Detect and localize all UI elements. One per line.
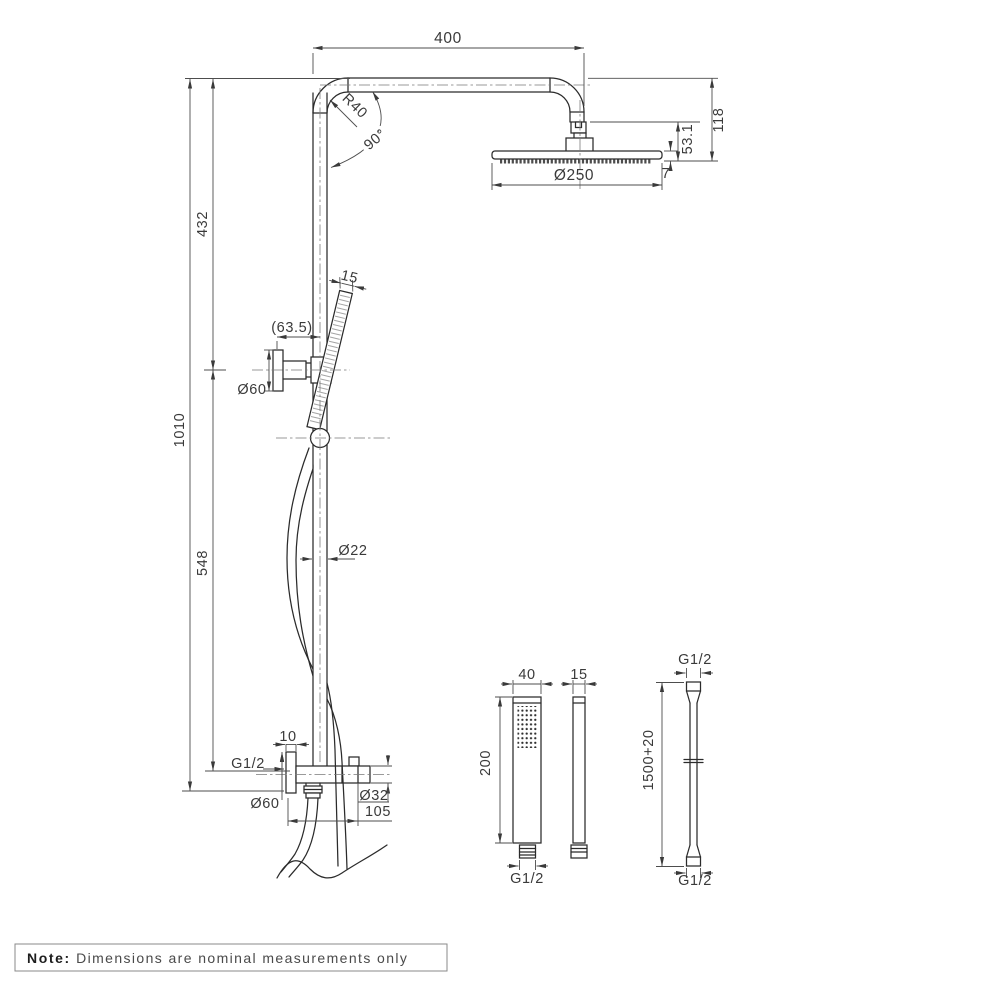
dim-label: 7 — [662, 166, 671, 182]
dim-valve-body: Ø32 — [358, 755, 392, 804]
spray-face — [517, 706, 538, 748]
head-ball-joint — [565, 121, 594, 153]
centerlines — [252, 84, 590, 775]
dim-label: Ø60 — [237, 382, 266, 398]
handset-hose-upper — [286, 447, 320, 677]
dim-handset-width: 15 — [329, 268, 367, 292]
hose-outlet — [303, 782, 323, 799]
handset-detail-side: 15 — [561, 667, 597, 859]
dim-label: 105 — [365, 804, 391, 820]
note: Note: Dimensions are nominal measurement… — [14, 943, 448, 972]
dim-head-thickness: 7 — [662, 141, 678, 182]
dim-label: 10 — [279, 729, 296, 745]
dim-label: 1010 — [172, 413, 188, 448]
dim-upper-riser: 432 — [185, 78, 350, 371]
dim-handset-detail-length: 200 — [478, 696, 512, 844]
dim-label: 548 — [195, 550, 211, 576]
overhead-shower-head — [491, 150, 663, 164]
diverter-valve — [285, 751, 371, 799]
hand-shower-wand: 15 — [306, 268, 367, 431]
dim-label: 90° — [361, 126, 389, 154]
break-line — [276, 844, 388, 879]
dim-label: 432 — [195, 211, 211, 237]
dim-hose-thread-top: G1/2 — [674, 652, 713, 678]
note-box — [14, 943, 448, 972]
dim-label: G1/2 — [678, 652, 712, 668]
hose-nut-bottom — [685, 856, 702, 867]
shower-arm — [312, 77, 585, 123]
dim-label: Ø32 — [359, 788, 388, 804]
dim-label: G1/2 — [678, 873, 712, 889]
dim-head-assembly-height: 53.1 — [590, 121, 700, 161]
dim-label: G1/2 — [231, 756, 265, 772]
diverter-knob — [348, 756, 360, 767]
dim-arm-length: 400 — [312, 30, 585, 106]
dim-label: (63.5) — [271, 320, 312, 336]
dim-label: 40 — [518, 667, 535, 683]
dim-label: 118 — [711, 108, 727, 133]
handset-detail-front: 40 200 G1/2 — [478, 667, 553, 887]
dim-inlet-thread: G1/2 — [231, 756, 284, 772]
dim-handset-detail-width: 40 — [501, 667, 553, 694]
hose-nut-top — [685, 681, 702, 692]
handset-hose-lower — [326, 682, 348, 870]
dim-bracket-offset: (63.5) — [271, 320, 320, 349]
dim-bracket-flange: Ø60 — [237, 349, 274, 398]
note-text: Note: Dimensions are nominal measurement… — [27, 950, 408, 966]
dim-hose-thread-bottom: G1/2 — [674, 868, 713, 889]
dim-valve-flange: Ø60 — [250, 752, 285, 812]
dim-label: 53.1 — [680, 124, 696, 155]
dim-hose-length: 1500+20 — [641, 682, 684, 867]
dim-label: Ø60 — [250, 796, 279, 812]
dim-label: R40 — [339, 91, 371, 122]
dim-riser-diameter: Ø22 — [300, 543, 367, 562]
valve-flange — [285, 751, 297, 794]
dim-lower-riser: 548 — [195, 370, 290, 772]
dim-label: G1/2 — [510, 871, 544, 887]
dim-head-diameter: Ø250 — [491, 163, 663, 190]
dim-label: Ø250 — [554, 167, 594, 184]
dim-label: 15 — [570, 667, 587, 683]
dim-handset-detail-thread: G1/2 — [507, 860, 548, 887]
dim-valve-length: 105 — [287, 783, 392, 826]
dim-label: 15 — [339, 268, 360, 288]
dim-flange-depth: 10 — [273, 729, 309, 751]
dim-handset-detail-depth: 15 — [561, 667, 597, 694]
dim-overall-height: 1010 — [172, 79, 284, 792]
hose-detail: G1/2 1500+20 G1/2 — [641, 652, 713, 889]
dim-label: Ø22 — [338, 543, 367, 559]
dim-label: 1500+20 — [641, 729, 657, 790]
dim-label: 400 — [434, 30, 462, 47]
dim-head-drop: 118 — [588, 77, 727, 162]
dim-label: 200 — [478, 750, 494, 776]
